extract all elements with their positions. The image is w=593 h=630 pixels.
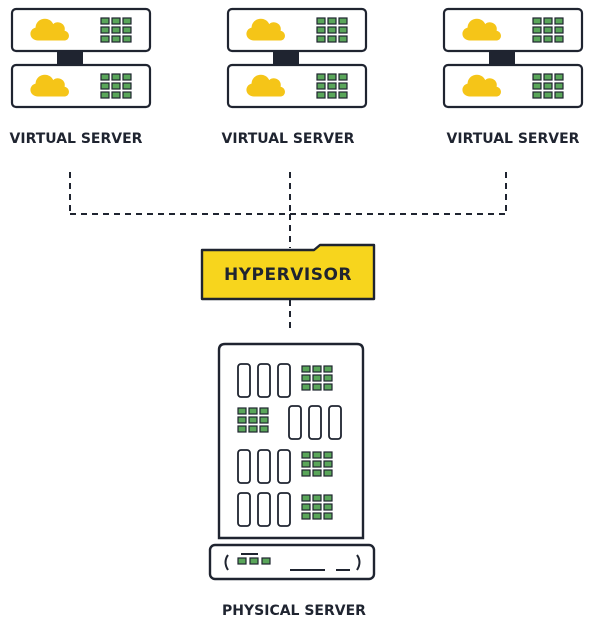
server-cloud-icon (444, 9, 582, 107)
virtual-server-2: VIRTUAL SERVER (222, 9, 366, 147)
virtual-server-label: VIRTUAL SERVER (447, 131, 580, 147)
connector-lines (69, 172, 507, 333)
hypervisor: HYPERVISOR (200, 243, 376, 301)
server-cloud-icon (12, 9, 150, 107)
server-rack-icon (208, 342, 376, 581)
virtual-server-1: VIRTUAL SERVER (10, 9, 150, 147)
hypervisor-tag-icon (200, 243, 376, 301)
virtual-server-3: VIRTUAL SERVER (444, 9, 582, 147)
server-cloud-icon (228, 9, 366, 107)
virtual-server-label: VIRTUAL SERVER (10, 131, 143, 147)
virtual-server-label: VIRTUAL SERVER (222, 131, 355, 147)
physical-server: PHYSICAL SERVER (208, 342, 376, 619)
hypervisor-label: HYPERVISOR (224, 265, 352, 285)
physical-server-label: PHYSICAL SERVER (222, 603, 366, 619)
